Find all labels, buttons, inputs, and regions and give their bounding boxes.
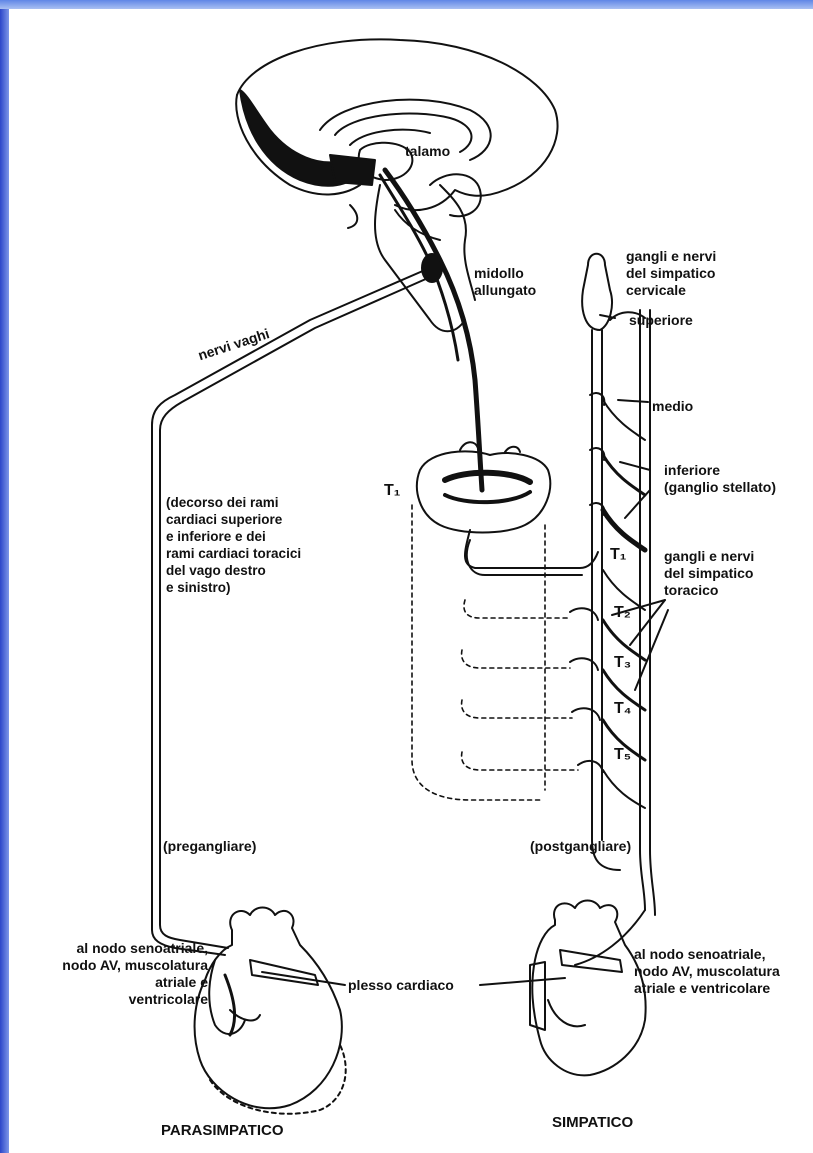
label-pregangliare: (pregangliare) [163,838,256,855]
label-t2: T₂ [614,604,631,621]
label-plesso-cardiaco: plesso cardiaco [348,977,454,994]
label-toracico: gangli e nervi del simpatico toracico [664,548,754,599]
sympathetic-trunk [592,330,620,870]
vagal-ganglion [422,254,442,282]
heart-right [532,901,645,1076]
label-medio: medio [652,398,693,415]
t1-preganglionic [465,530,598,568]
label-simpatico: SIMPATICO [552,1114,633,1131]
label-t1-ganglion: T₁ [610,546,626,563]
label-nodo-right: al nodo senoatriale, nodo AV, muscolatur… [634,946,780,997]
label-cervicale: gangli e nervi del simpatico cervicale [626,248,716,299]
label-talamo: talamo [405,143,450,160]
cervical-ganglion [582,254,612,330]
heart-left [195,908,342,1109]
label-parasimpatico: PARASIMPATICO [161,1122,284,1139]
label-t1-spinal: T₁ [384,482,400,499]
label-inferiore: inferiore (ganglio stellato) [664,462,776,496]
label-t5: T₅ [614,746,631,763]
brainstem [375,185,465,331]
label-superiore: superiore [629,312,693,329]
label-postgangliare: (postgangliare) [530,838,631,855]
label-t4: T₄ [614,700,631,717]
label-t3: T₃ [614,654,631,671]
label-decorso: (decorso dei rami cardiaci superiore e i… [166,494,301,596]
label-nodo-left: al nodo senoatriale, nodo AV, muscolatur… [20,940,208,1008]
label-midollo: midollo allungato [474,265,536,299]
